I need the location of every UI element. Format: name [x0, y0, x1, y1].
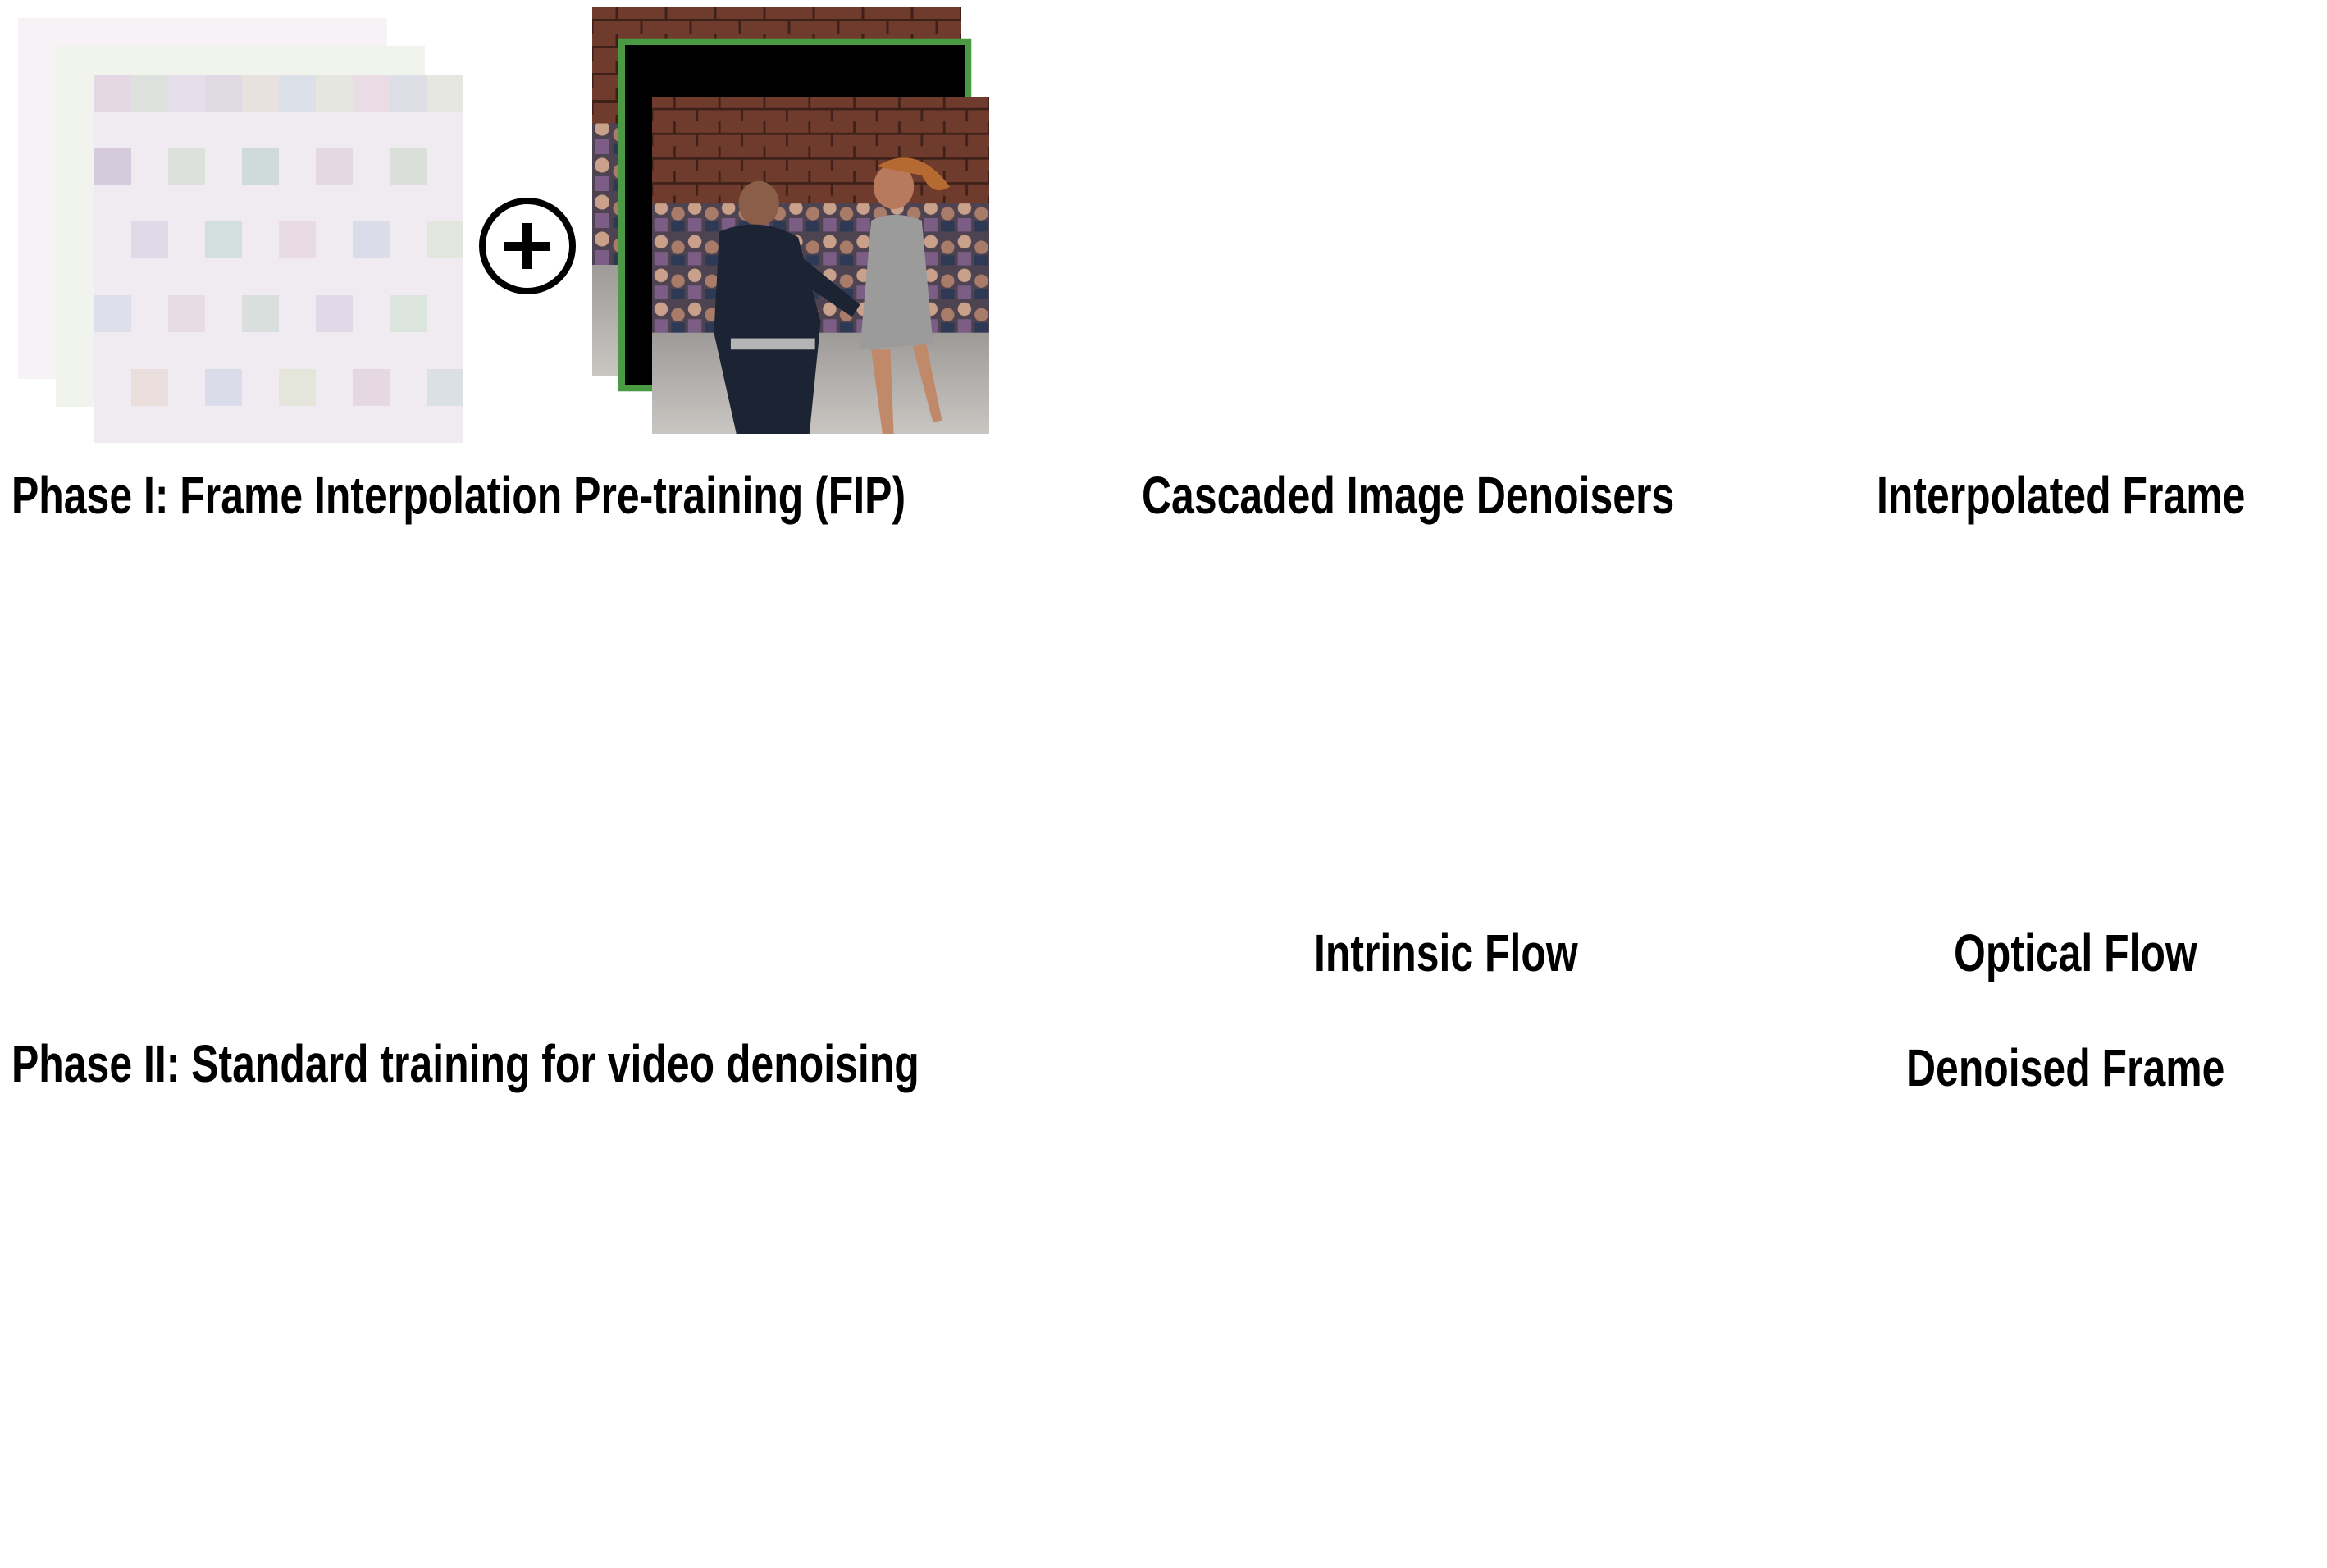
- phase1-title: Phase I: Frame Interpolation Pre-trainin…: [11, 466, 906, 525]
- plus-symbol-phase1: [479, 198, 576, 294]
- phase1-noise-stack: [18, 18, 463, 443]
- phase1-frame-stack: [592, 7, 989, 434]
- phase2-title: Phase II: Standard training for video de…: [11, 1034, 919, 1093]
- optical-flow-label: Optical Flow: [1954, 923, 2197, 982]
- denoised-frame-label: Denoised Frame: [1906, 1038, 2225, 1097]
- phase1-noise-tiles: [94, 75, 463, 406]
- intrinsic-flow-label: Intrinsic Flow: [1314, 923, 1578, 982]
- denoiser-title: Cascaded Image Denoisers: [1142, 466, 1675, 525]
- interpolated-frame-label: Interpolated Frame: [1877, 466, 2246, 525]
